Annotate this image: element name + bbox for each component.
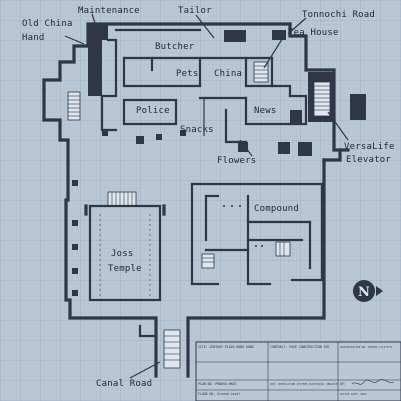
compass-letter: N [358, 285, 370, 300]
label-compound: Compound [254, 204, 299, 214]
title-block-plan-no: PLAN NO: PRN094-HK03 [198, 382, 236, 386]
label-tonnochi-road: Tonnochi Road [302, 10, 375, 20]
staircase-canal-road [163, 329, 181, 369]
joss-temple-building [72, 180, 166, 302]
staircase-left [67, 91, 81, 121]
label-versalife-elevator-line1: VersaLife [344, 142, 395, 152]
label-maintenance: Maintenance [78, 6, 140, 16]
label-joss-temple-line1: Joss [111, 249, 133, 259]
label-pets: Pets [176, 69, 198, 79]
compound-building [190, 182, 324, 286]
title-block-active-date: ACTIVE DATE: 2052 [340, 392, 367, 396]
label-flowers: Flowers [217, 156, 256, 166]
signature-scribble-icon [351, 379, 395, 385]
staircase-compound [201, 241, 291, 269]
label-versalife-elevator-line2: Elevator [346, 155, 391, 165]
title-block-contract: CONTRACT: PAGE CONSTRUCTION INC [270, 345, 330, 349]
label-leader-lines [64, 13, 349, 379]
room-labels: Old China Hand Maintenance Tailor Tonnoc… [22, 6, 395, 389]
compass-circle [353, 280, 375, 302]
title-block: SITE: CENTURY PLAZA HONG KONG PLAN NO: P… [195, 341, 401, 401]
label-old-china-hand-line1: Old China [22, 19, 73, 29]
staircase-elevator [308, 72, 366, 122]
compass-arrow-icon [376, 286, 383, 296]
staircase-temple [107, 191, 137, 207]
title-block-authorization: AUTHORIZATION NO: KFH034-CT1271FN [340, 345, 392, 349]
label-butcher: Butcher [155, 42, 195, 52]
label-joss-temple-line2: Temple [108, 264, 142, 274]
compass: N [353, 280, 383, 302]
label-tailor: Tailor [178, 6, 212, 16]
building-outline [42, 22, 350, 378]
title-block-floor-no: FLOOR NO: Ground Level [198, 392, 240, 396]
label-china: China [214, 69, 242, 79]
label-tea-house: Tea House [288, 28, 339, 38]
title-block-by: BY: [340, 382, 346, 386]
label-news: News [254, 106, 276, 116]
label-canal-road: Canal Road [96, 379, 152, 389]
label-police: Police [136, 106, 170, 116]
title-block-site: SITE: CENTURY PLAZA HONG KONG [198, 345, 254, 349]
upper-shops-block [88, 24, 312, 156]
title-block-job: JOB: VENTILATION SYSTEMS ELECTRICAL SERV… [270, 382, 339, 386]
label-snacks: Snacks [180, 125, 214, 135]
label-old-china-hand-line2: Hand [22, 33, 44, 43]
